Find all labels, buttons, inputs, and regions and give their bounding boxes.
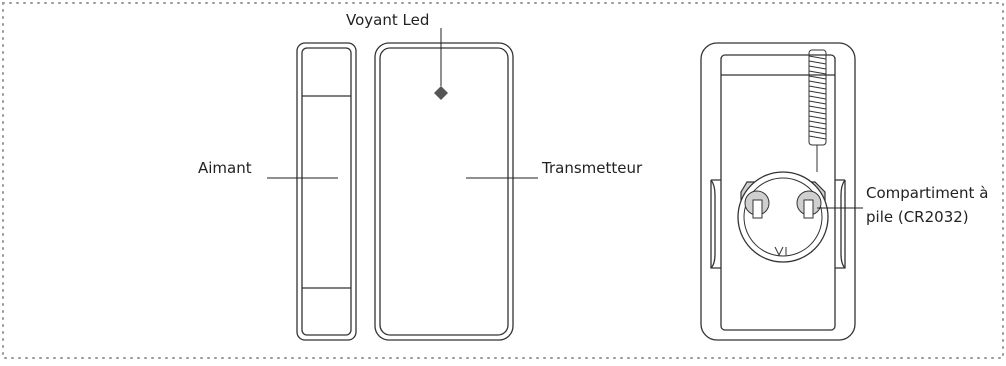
antenna-coil: [808, 49, 827, 172]
label-transmitter: Transmetteur: [541, 159, 643, 177]
dotted-border: [2, 2, 1004, 359]
led-indicator: [434, 86, 448, 100]
label-battery-line1: Compartiment à: [866, 184, 988, 202]
label-magnet: Aimant: [198, 159, 252, 177]
battery-compartment: [737, 171, 829, 263]
label-battery-line2: pile (CR2032): [866, 208, 969, 226]
leader-lines: [267, 28, 863, 209]
transmitter-body: [374, 42, 514, 341]
label-led: Voyant Led: [346, 11, 429, 29]
transmitter-back: [700, 42, 856, 341]
magnet-body: [296, 42, 357, 341]
